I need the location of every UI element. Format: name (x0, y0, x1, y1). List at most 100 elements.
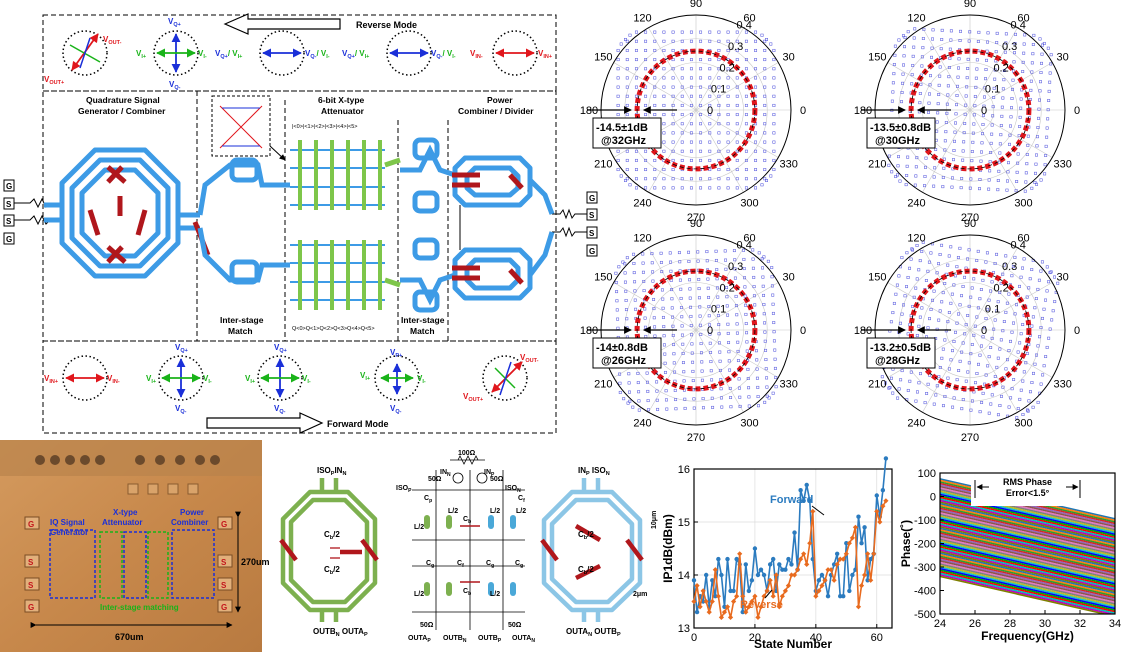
phase-state-line (940, 541, 1115, 584)
constellation-point (634, 94, 638, 98)
constellation-point (653, 85, 657, 89)
constellation-point (634, 158, 638, 162)
constellation-point (624, 289, 628, 293)
constellation-point (754, 131, 758, 135)
forward-mode-box (42, 340, 557, 434)
constellation-point (616, 317, 620, 321)
constellation-point (967, 39, 971, 43)
polar-label-main: -13.5±0.8dB (870, 122, 931, 134)
constellation-point (967, 304, 971, 308)
constellation-point (987, 187, 991, 191)
constellation-point (1045, 345, 1049, 349)
constellation-point (966, 67, 970, 70)
phase-state-line (940, 547, 1115, 590)
constellation-point (1002, 320, 1006, 323)
constellation-point (1041, 316, 1044, 320)
constellation-point (772, 339, 776, 343)
constellation-point (718, 350, 722, 354)
constellation-point (911, 54, 915, 58)
constellation-point (992, 327, 996, 331)
constellation-point (990, 123, 994, 127)
die-width-label: 670um (115, 632, 144, 642)
constellation-point (914, 399, 918, 403)
constellation-point (936, 102, 940, 106)
reverse-mode-box (42, 14, 557, 92)
constellation-point (726, 322, 730, 326)
svg-text:L/2: L/2 (490, 508, 500, 515)
constellation-point (1002, 263, 1006, 267)
constellation-point (880, 375, 884, 379)
constellation-point (670, 306, 674, 310)
constellation-point (1027, 286, 1031, 290)
constellation-point (744, 149, 748, 153)
constellation-point (960, 407, 964, 411)
constellation-point (967, 248, 971, 252)
quadrature-title-1: Quadrature Signal (86, 95, 160, 105)
attenuator-title-1: 6-bit X-type (318, 95, 365, 105)
constellation-point (616, 58, 620, 62)
constellation-point (1043, 172, 1047, 176)
constellation-point (680, 113, 684, 117)
phase-state-line (940, 549, 1115, 591)
constellation-point (742, 248, 746, 252)
constellation-point (726, 140, 730, 144)
constellation-point (725, 304, 729, 308)
constellation-point (997, 169, 1001, 173)
constellation-point (969, 177, 973, 181)
constellation-point (689, 94, 693, 98)
constellation-point (896, 164, 900, 168)
constellation-point (1011, 265, 1015, 268)
polar-angle-label: 300 (1014, 418, 1032, 430)
constellation-point (688, 287, 692, 291)
constellation-point (1045, 126, 1049, 130)
constellation-point (689, 158, 693, 162)
constellation-point (929, 251, 933, 255)
constellation-point (763, 103, 767, 107)
constellation-point (655, 389, 659, 393)
constellation-point (708, 39, 712, 43)
coupler-left: ISOPINN Cb/2 Cb/2 OUTBN OUTAP (279, 466, 379, 638)
constellation-point (1041, 373, 1045, 377)
constellation-point (747, 395, 751, 399)
polar-angle-label: 270 (687, 432, 705, 444)
constellation-point (974, 76, 978, 80)
reverse-point (874, 508, 880, 514)
constellation-point (671, 324, 675, 328)
constellation-point (893, 53, 897, 57)
constellation-point (999, 133, 1003, 137)
constellation-point (682, 388, 686, 392)
reverse-point (755, 614, 761, 620)
constellation-point (947, 311, 951, 314)
constellation-point (901, 72, 905, 76)
constellation-point (699, 342, 703, 346)
constellation-point (616, 326, 620, 330)
reverse-point (791, 572, 798, 578)
constellation-point (644, 48, 648, 52)
constellation-point (709, 350, 713, 354)
constellation-point (744, 67, 748, 71)
ip1db-xtick-label: 20 (749, 632, 761, 644)
constellation-point (762, 255, 766, 259)
constellation-point (751, 257, 755, 261)
constellation-point (968, 186, 972, 190)
forward-point (703, 572, 709, 578)
constellation-point (1023, 189, 1027, 193)
constellation-point (966, 370, 970, 374)
constellation-point (689, 140, 693, 144)
constellation-point (1037, 278, 1041, 282)
constellation-point (969, 408, 973, 412)
constellation-point (754, 177, 758, 181)
constellation-point (715, 268, 719, 272)
ip1db-frame (693, 468, 893, 629)
constellation-point (903, 294, 907, 298)
constellation-point (1053, 300, 1057, 304)
reverse-point (855, 604, 862, 610)
forward-point (734, 556, 739, 562)
constellation-point (725, 295, 729, 299)
constellation-point (708, 140, 712, 144)
reverse-point (706, 609, 712, 615)
constellation-point (774, 385, 778, 389)
reverse-point (703, 598, 709, 605)
constellation-point (751, 248, 755, 252)
constellation-point (662, 168, 666, 172)
